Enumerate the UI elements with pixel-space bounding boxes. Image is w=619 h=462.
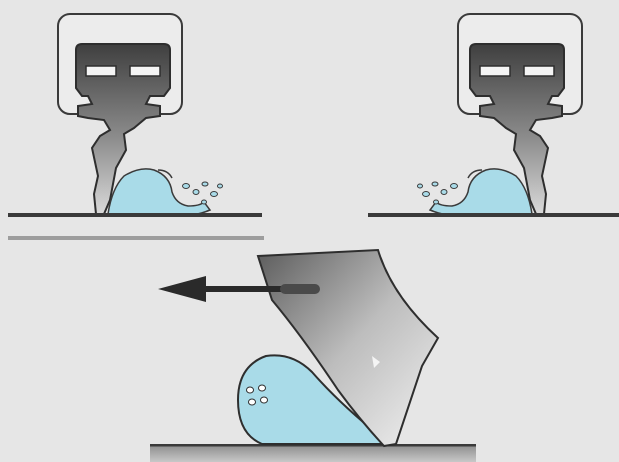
right-wiper-slot-right: [480, 66, 510, 76]
blade-closeup-panel: [150, 250, 476, 462]
closeup-glass-surface: [150, 444, 476, 462]
right-wiper-droplets: [418, 182, 458, 204]
right-wiper-slot-left: [524, 66, 554, 76]
left-wiper-panel: [8, 14, 262, 217]
right-wiper-glass: [368, 213, 619, 217]
divider-line: [8, 236, 264, 240]
right-wiper-panel: [368, 14, 619, 217]
left-wiper-glass: [8, 213, 262, 217]
left-wiper-slot-left: [86, 66, 116, 76]
left-wiper-slot-right: [130, 66, 160, 76]
left-wiper-droplets: [183, 182, 223, 204]
